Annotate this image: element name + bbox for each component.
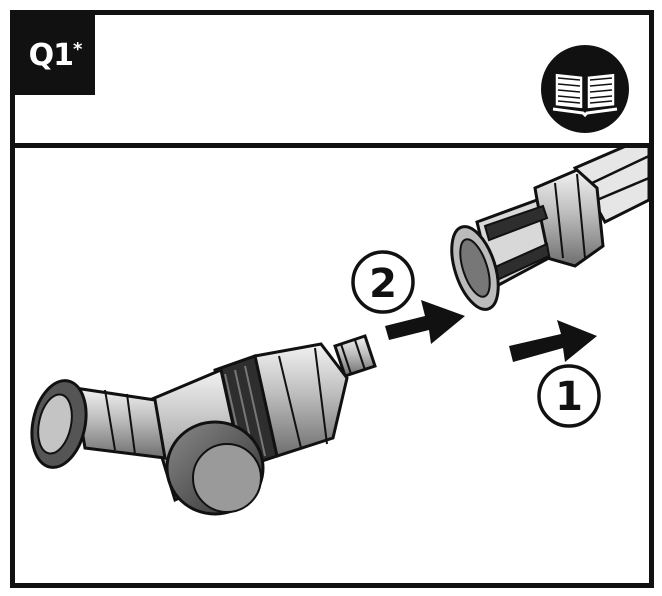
spray-nozzle	[30, 334, 377, 516]
step-label: Q1	[28, 37, 74, 73]
step-2-marker: 2	[351, 250, 415, 314]
female-coupler	[450, 168, 605, 311]
arrow-1	[509, 320, 597, 362]
step-badge: Q1*	[15, 15, 95, 95]
step-1-marker: 1	[537, 364, 601, 428]
open-book-icon	[541, 45, 629, 133]
instruction-panel: Q1*	[10, 10, 654, 588]
step-mark: *	[72, 38, 82, 60]
step-1-number: 1	[555, 374, 583, 420]
step-2-number: 2	[369, 261, 397, 307]
assembly-illustration: 1 2	[30, 148, 649, 516]
arrow-2	[385, 300, 465, 344]
panel-header: Q1*	[15, 15, 649, 148]
